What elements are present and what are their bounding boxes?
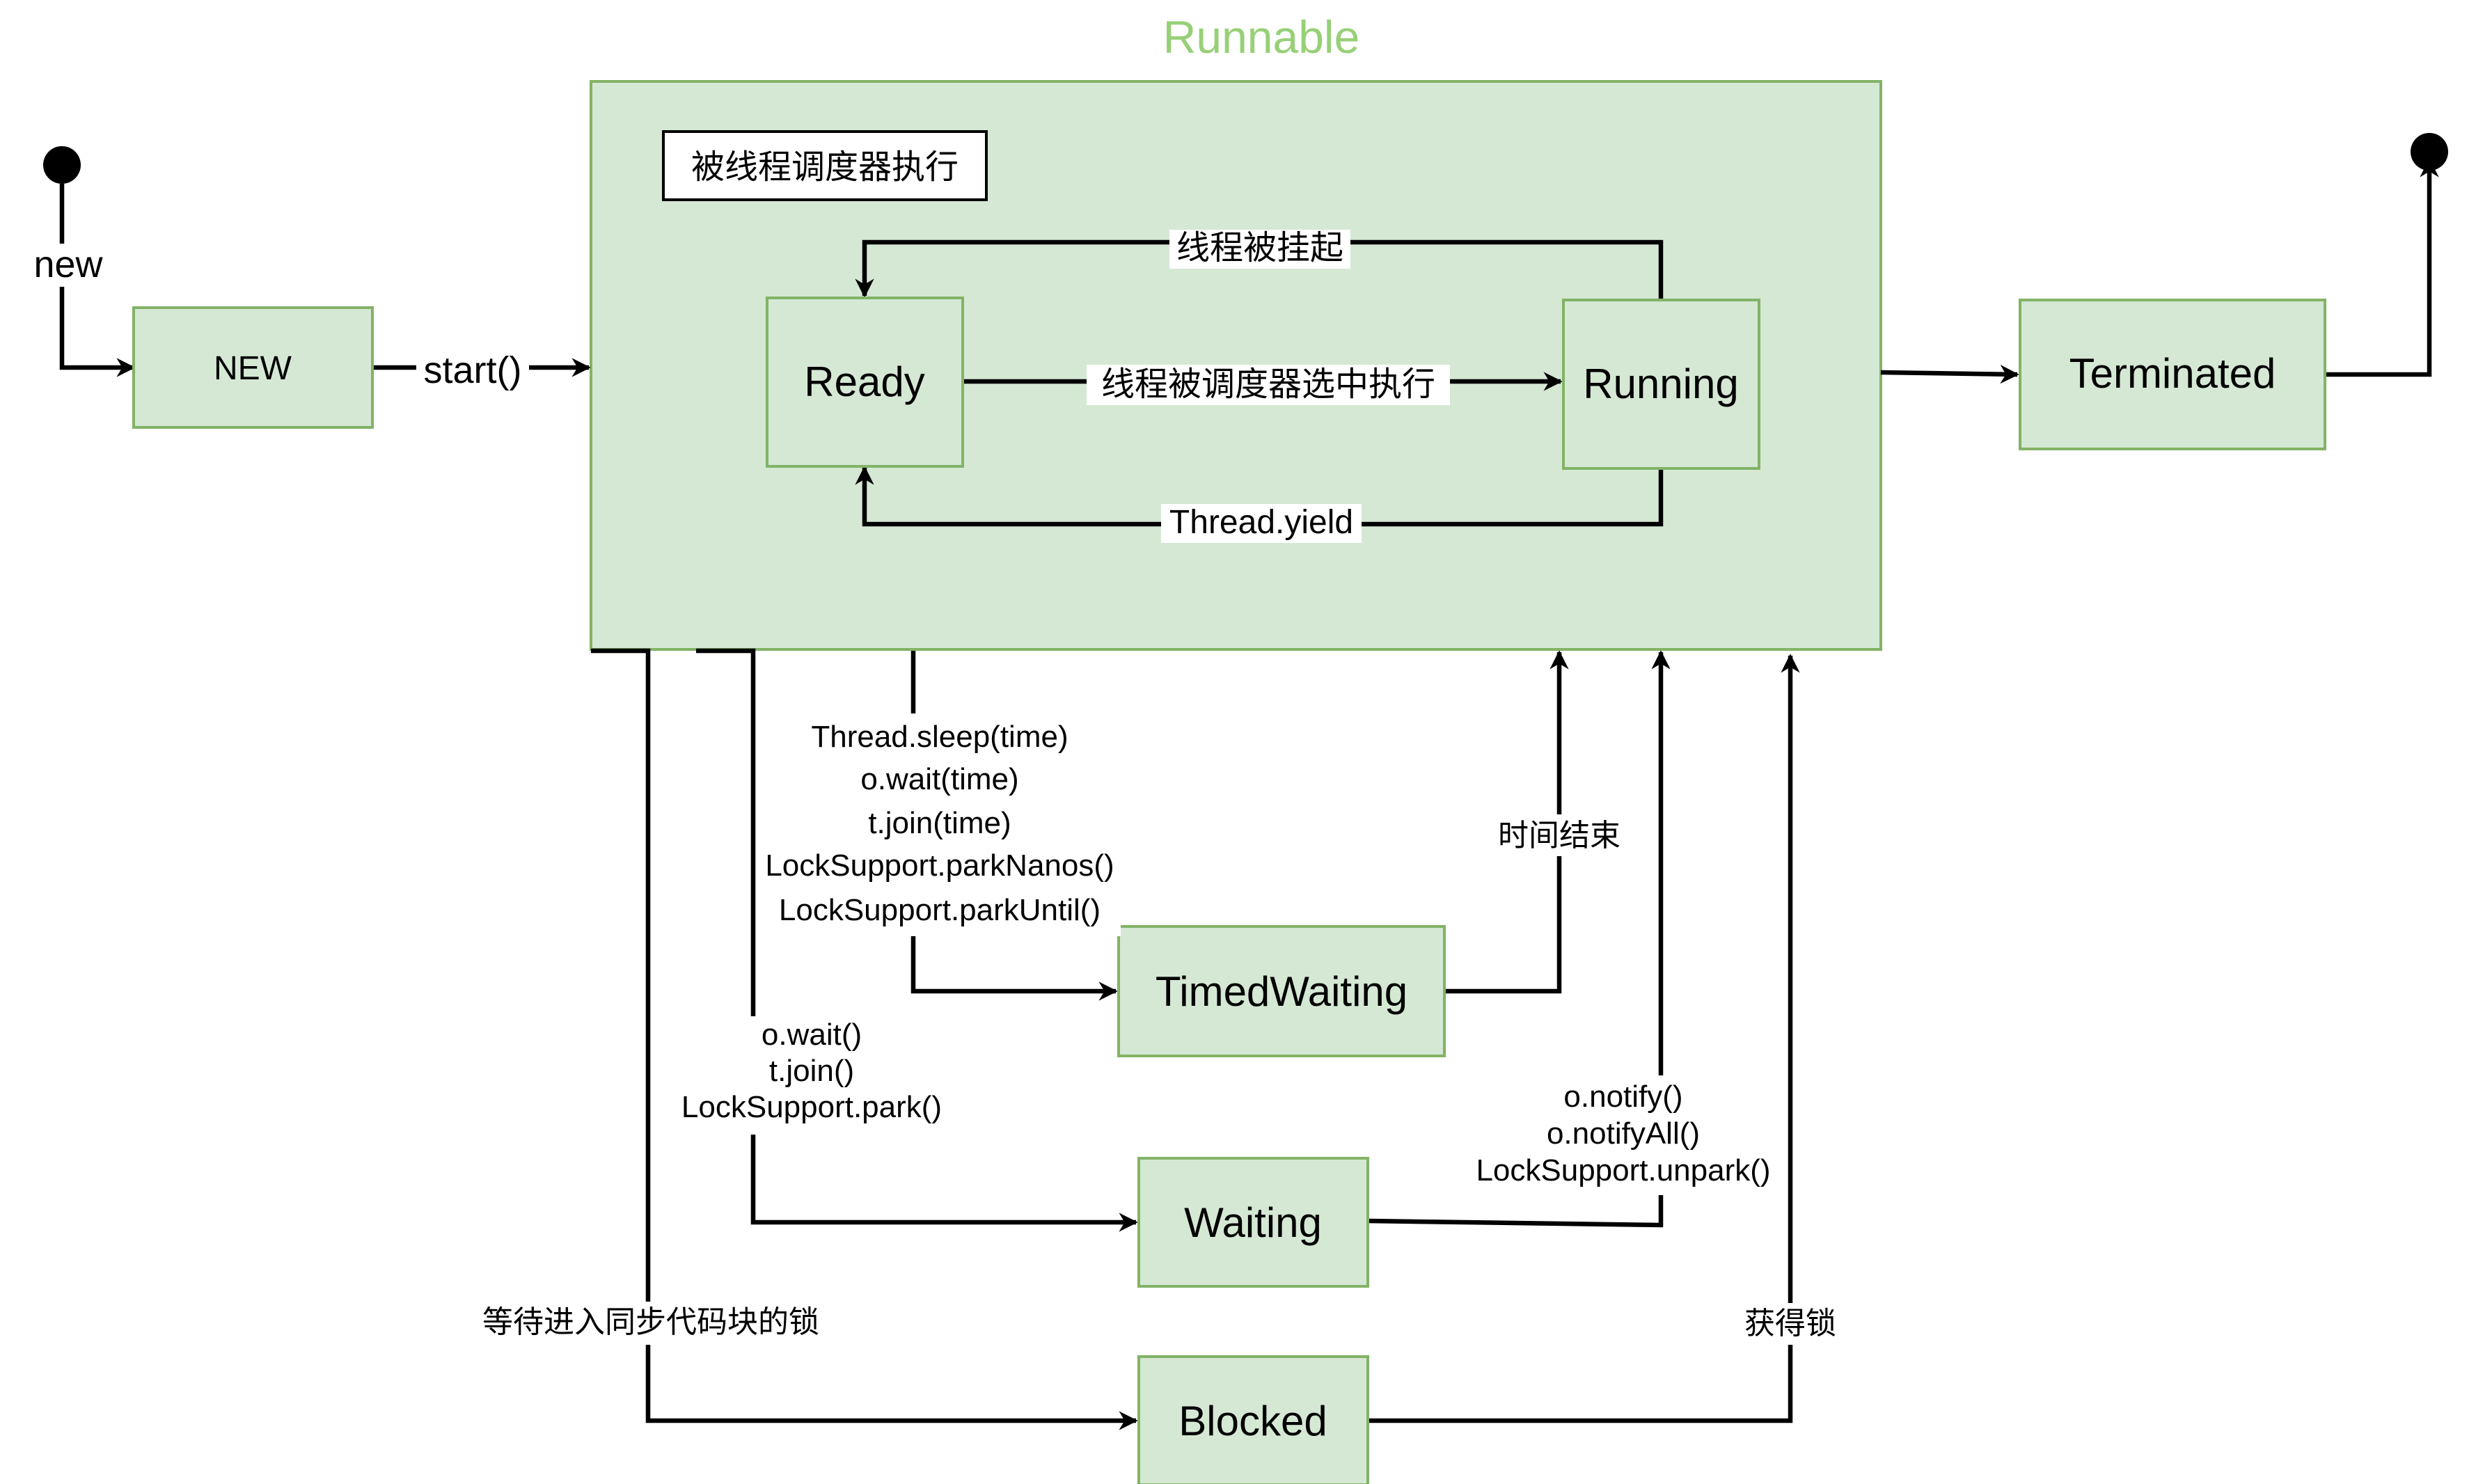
scheduler-note-box [662, 130, 988, 201]
state-timed-waiting [1117, 925, 1446, 1057]
edge-end [2325, 158, 2439, 377]
label-bg-time-end [1497, 814, 1622, 856]
label-timed-call-1: Thread.sleep(time) [811, 720, 1068, 754]
label-bg-timed-calls [759, 713, 1121, 936]
state-timed-waiting-label: TimedWaiting [1156, 968, 1407, 1015]
label-yield: Thread.yield [1169, 504, 1353, 541]
label-bg-wait-lock [480, 1302, 821, 1345]
label-timed-call-2: o.wait(time) [860, 762, 1018, 796]
label-selected: 线程被调度器选中执行 [1101, 366, 1435, 403]
label-wait-call-1: o.wait() [762, 1018, 862, 1052]
label-timed-call-3: t.join(time) [868, 806, 1011, 840]
label-bg-start [416, 348, 529, 393]
label-notify-call-2: o.notifyAll() [1547, 1116, 1700, 1151]
state-ready-label: Ready [804, 358, 924, 405]
state-blocked [1137, 1355, 1369, 1484]
label-timed-call-4: LockSupport.parkNanos() [765, 848, 1114, 883]
label-bg-notify-calls [1470, 1075, 1776, 1195]
label-bg-wait-calls [677, 1016, 948, 1135]
state-waiting-label: Waiting [1184, 1199, 1322, 1246]
state-terminated [2019, 299, 2326, 450]
label-new: new [33, 244, 103, 285]
edge-wait-exit [1367, 650, 1671, 1228]
state-blocked-label: Blocked [1178, 1398, 1327, 1444]
label-suspended: 线程被挂起 [1176, 230, 1343, 267]
state-waiting [1137, 1157, 1369, 1288]
label-start: start() [424, 349, 522, 391]
label-wait-lock: 等待进入同步代码块的锁 [482, 1305, 819, 1339]
state-running [1562, 299, 1760, 470]
state-terminated-label: Terminated [2069, 350, 2276, 397]
label-time-end: 时间结束 [1498, 819, 1620, 853]
edge-wait-enter [696, 648, 1138, 1232]
state-new-label: NEW [214, 350, 292, 387]
state-running-label: Running [1583, 361, 1739, 407]
label-notify-call-1: o.notify() [1563, 1080, 1682, 1114]
label-bg-selected [1087, 365, 1450, 405]
label-bg-suspended [1169, 230, 1350, 269]
label-bg-new [28, 244, 109, 287]
label-bg-got-lock [1735, 1303, 1846, 1345]
label-wait-call-3: LockSupport.park() [681, 1090, 942, 1124]
label-timed-call-5: LockSupport.parkUntil() [779, 893, 1101, 927]
runnable-title: Runnable [1163, 11, 1360, 63]
label-notify-call-3: LockSupport.unpark() [1476, 1153, 1770, 1187]
state-new [132, 306, 374, 429]
edge-block-enter [591, 648, 1138, 1430]
initial-state-dot [43, 146, 81, 184]
edge-timed-exit [1444, 650, 1569, 994]
label-wait-call-2: t.join() [769, 1054, 854, 1088]
label-got-lock: 获得锁 [1744, 1307, 1836, 1341]
edge-terminate [1880, 364, 2019, 384]
edge-block-exit [1368, 654, 1800, 1423]
scheduler-note: 被线程调度器执行 [691, 149, 959, 186]
state-ready [766, 297, 964, 468]
label-bg-yield [1161, 504, 1362, 543]
